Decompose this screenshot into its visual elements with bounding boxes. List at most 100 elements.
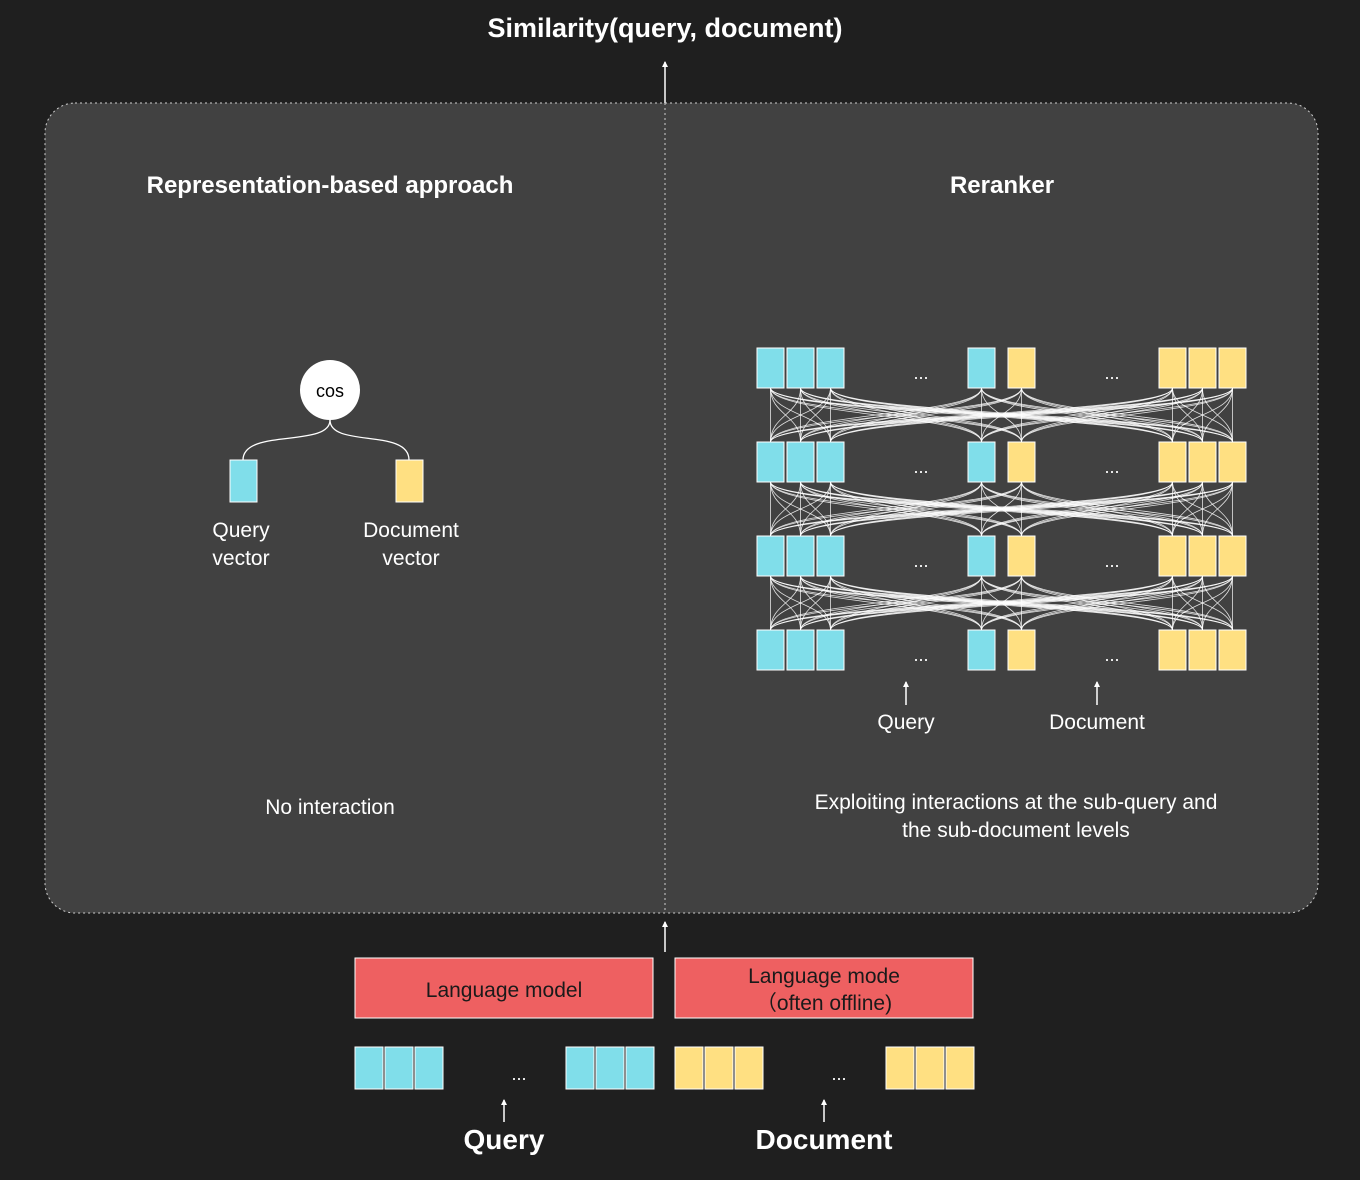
input-query-token (625, 1046, 655, 1090)
attention-link (830, 575, 982, 631)
attention-link (830, 575, 1233, 631)
attention-link (1202, 387, 1233, 443)
document-token (1188, 347, 1217, 389)
input-query-token (414, 1046, 444, 1090)
attention-link (800, 481, 982, 537)
attention-link (770, 481, 801, 537)
input-query-token (565, 1046, 595, 1090)
document-token (1158, 629, 1187, 671)
input-document-token (674, 1046, 704, 1090)
attention-link (800, 575, 982, 631)
reranker-layer-1: ...... (756, 347, 1247, 389)
attention-link (830, 481, 982, 537)
reranker-query-ellipsis: ... (913, 551, 928, 571)
document-token (1188, 441, 1217, 483)
diagram-title: Similarity(query, document) (487, 13, 842, 43)
attention-link (830, 575, 1022, 631)
document-token (1188, 535, 1217, 577)
document-token (1007, 535, 1036, 577)
attention-link (830, 387, 1233, 443)
attention-link (1021, 481, 1203, 537)
query-token (967, 535, 996, 577)
attention-link (1021, 387, 1203, 443)
query-vector-label-line2: vector (212, 547, 269, 570)
reranker-layer-4: ...... (756, 629, 1247, 671)
right-panel-caption-line2: the sub-document levels (902, 819, 1130, 842)
attention-link (770, 387, 801, 443)
reranker-document-ellipsis: ... (1104, 457, 1119, 477)
input-document-token (885, 1046, 915, 1090)
document-token (1007, 347, 1036, 389)
comparison-panel (44, 102, 1319, 914)
attention-link (1202, 481, 1233, 537)
attention-link (1202, 575, 1233, 631)
cosine-node (300, 360, 360, 420)
attention-link (770, 575, 1022, 631)
language-model-query-label: Language model (426, 979, 582, 1002)
language-model-document-label-line2: （often offline) (756, 992, 892, 1015)
attention-link (1021, 387, 1173, 443)
attention-link (770, 575, 831, 631)
attention-link (981, 387, 1173, 443)
query-token (756, 535, 785, 577)
query-token (816, 629, 845, 671)
document-token (1218, 347, 1247, 389)
query-token (756, 441, 785, 483)
query-token (786, 347, 815, 389)
reranker-document-ellipsis: ... (1104, 551, 1119, 571)
document-token (1158, 535, 1187, 577)
input-document-label: Document (756, 1124, 893, 1155)
cosine-label: cos (316, 381, 344, 401)
document-token (1158, 347, 1187, 389)
attention-link (1172, 575, 1233, 631)
reranker-query-label: Query (877, 711, 935, 734)
attention-link (770, 481, 831, 537)
query-vector-label-line1: Query (212, 519, 270, 542)
document-token (1218, 441, 1247, 483)
right-panel-heading: Reranker (950, 172, 1054, 199)
attention-link (830, 387, 982, 443)
attention-link (800, 387, 831, 443)
query-vector (229, 459, 258, 503)
attention-link (800, 387, 982, 443)
attention-link (800, 481, 1022, 537)
attention-link (770, 387, 831, 443)
attention-link (981, 481, 1173, 537)
document-token (1158, 441, 1187, 483)
reranker-document-ellipsis: ... (1104, 363, 1119, 383)
attention-link (770, 575, 801, 631)
query-token (816, 441, 845, 483)
attention-link (1021, 481, 1233, 537)
attention-link (981, 575, 1233, 631)
document-vector (395, 459, 424, 503)
query-token (756, 347, 785, 389)
attention-link (770, 481, 1022, 537)
attention-link (800, 387, 1022, 443)
attention-link (1172, 387, 1233, 443)
reranker-layer-3: ...... (756, 535, 1247, 577)
language-model-query-box (354, 957, 654, 1019)
attention-link (1021, 575, 1233, 631)
language-model-document-label-line1: Language mode (748, 965, 900, 988)
input-document-token (734, 1046, 764, 1090)
input-tokens: ...... (354, 1046, 975, 1090)
attention-link (770, 575, 982, 631)
document-link (329, 419, 410, 461)
document-vector-label-line1: Document (363, 519, 459, 542)
attention-link (1021, 575, 1203, 631)
attention-link (1021, 387, 1233, 443)
attention-link (1172, 481, 1203, 537)
input-document-token (945, 1046, 975, 1090)
attention-link (830, 481, 1022, 537)
attention-link (981, 481, 1233, 537)
attention-link (981, 575, 1203, 631)
reranker-document-ellipsis: ... (1104, 645, 1119, 665)
attention-link (830, 387, 1022, 443)
document-token (1188, 629, 1217, 671)
attention-link (1172, 481, 1233, 537)
query-token (786, 629, 815, 671)
attention-link (770, 481, 982, 537)
attention-link (981, 387, 1203, 443)
reranker-query-ellipsis: ... (913, 457, 928, 477)
query-token (786, 441, 815, 483)
